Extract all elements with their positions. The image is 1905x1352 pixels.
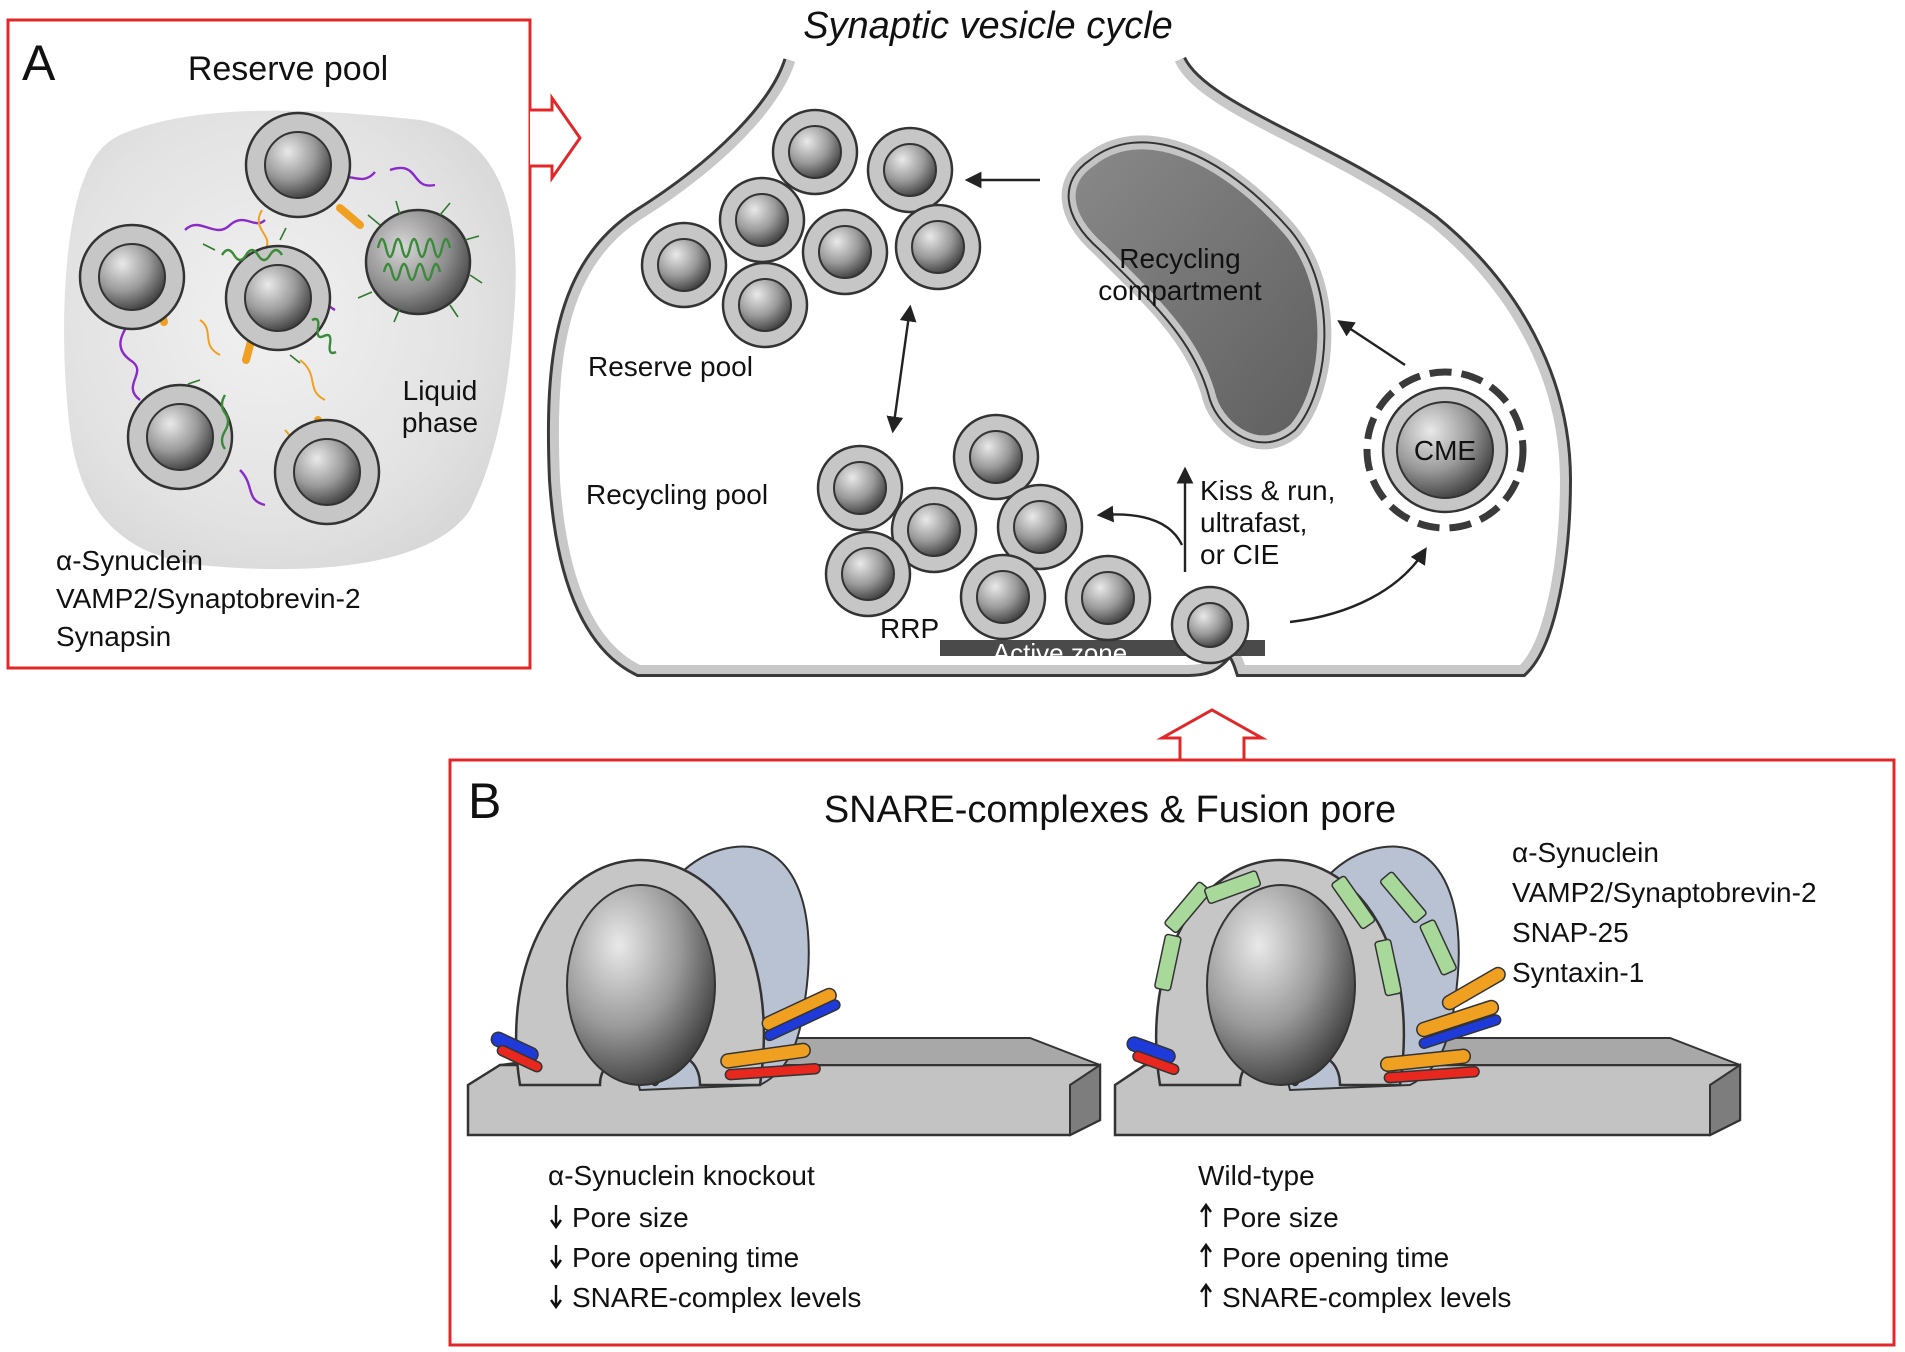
vesicle: [1064, 554, 1152, 642]
active-zone-label: Active zone: [993, 638, 1127, 668]
recycling-compartment-label-2: compartment: [1098, 275, 1262, 306]
cme-vesicle: CME: [1363, 368, 1527, 532]
legend-a-vamp2: VAMP2/Synaptobrevin-2: [56, 583, 361, 614]
vesicle: [244, 111, 352, 219]
arrow-to-cme: [1289, 547, 1427, 624]
recycling-pool-label: Recycling pool: [586, 479, 768, 510]
wildtype-item: Pore size: [1222, 1202, 1339, 1233]
liquid-phase-label-1: Liquid: [403, 375, 478, 406]
vesicle-with-synuclein: [364, 208, 472, 316]
legend-b-syntaxin: Syntaxin-1: [1512, 957, 1644, 988]
knockout-fusion-pore: [466, 845, 1102, 1137]
cme-label: CME: [1414, 435, 1476, 466]
wildtype-title: Wild-type: [1198, 1160, 1315, 1191]
wildtype-synuclein-rods: [1154, 870, 1457, 997]
wildtype-item: Pore opening time: [1222, 1242, 1449, 1273]
kiss-run-label-3: or CIE: [1200, 539, 1279, 570]
liquid-phase-label-2: phase: [402, 407, 478, 438]
legend-a-synapsin: Synapsin: [56, 621, 171, 652]
vesicle: [959, 553, 1047, 641]
panel-b-heading: SNARE-complexes & Fusion pore: [824, 789, 1396, 831]
vesicle: [771, 108, 859, 196]
panel-a-heading: Reserve pool: [188, 50, 388, 88]
up-arrow-icon: [1200, 1282, 1212, 1307]
wildtype-item: SNARE-complex levels: [1222, 1282, 1511, 1313]
vesicle: [952, 413, 1040, 501]
arrow-cme-to-compartment: [1337, 320, 1406, 367]
diagram-title: Synaptic vesicle cycle: [803, 5, 1173, 47]
kiss-run-label-1: Kiss & run,: [1200, 475, 1335, 506]
vesicle: [126, 383, 234, 491]
legend-b-synuclein: α-Synuclein: [1512, 837, 1659, 868]
vesicle: [866, 126, 954, 214]
legend-b-vamp2: VAMP2/Synaptobrevin-2: [1512, 877, 1817, 908]
knockout-item: Pore size: [572, 1202, 689, 1233]
vesicle: [273, 418, 381, 526]
panel-b-frame: [448, 758, 1896, 1347]
kiss-run-label-2: ultrafast,: [1200, 507, 1307, 538]
reserve-vesicles-a: [78, 111, 472, 526]
recycling-compartment-label-1: Recycling: [1119, 243, 1240, 274]
panel-a-callout-arrow: [530, 93, 582, 183]
panel-b-legend: α-Synuclein VAMP2/Synaptobrevin-2 SNAP-2…: [1512, 837, 1817, 988]
down-arrow-icon: [550, 1245, 562, 1270]
up-arrow-icon: [1200, 1242, 1212, 1267]
legend-a-synuclein: α-Synuclein: [56, 545, 203, 576]
panel-b-callout-arrow: [1156, 708, 1268, 760]
down-arrow-icon: [550, 1205, 562, 1230]
vesicle: [78, 223, 186, 331]
panel-a-frame: [6, 18, 532, 670]
recycling-pool-vesicles: [816, 413, 1152, 642]
cycle-arrows: [886, 171, 1427, 624]
rrp-label: RRP: [880, 613, 939, 644]
panel-b: B SNARE-complexes & Fusion pore: [448, 758, 1896, 1347]
arrow-reserve-recycling: [886, 304, 917, 434]
panel-a-letter: A: [22, 35, 56, 91]
vesicle: [801, 208, 889, 296]
vesicle: [894, 203, 982, 291]
wildtype-snare-rods: [1126, 966, 1506, 1084]
reserve-pool-vesicles: [640, 108, 982, 349]
fusing-vesicle: [1170, 585, 1250, 665]
reserve-pool-label: Reserve pool: [588, 351, 753, 382]
vesicle: [816, 444, 904, 532]
vesicle: [640, 221, 728, 309]
down-arrow-icon: [550, 1285, 562, 1310]
vesicle: [824, 530, 912, 618]
vesicle: [890, 486, 978, 574]
arrow-kiss-run-to-pool: [1096, 505, 1184, 546]
wildtype-fusion-pore: [1113, 845, 1742, 1137]
knockout-title: α-Synuclein knockout: [548, 1160, 815, 1191]
up-arrow-icon: [1200, 1202, 1212, 1227]
vesicle: [224, 244, 332, 352]
panel-b-letter: B: [468, 773, 501, 829]
vesicle: [721, 261, 809, 349]
synuclein-tails: [187, 200, 483, 385]
knockout-item: Pore opening time: [572, 1242, 799, 1273]
vesicle: [718, 176, 806, 264]
vesicle: [996, 483, 1084, 571]
legend-b-snap25: SNAP-25: [1512, 917, 1629, 948]
panel-a: A Reserve pool: [6, 18, 532, 670]
synaptic-terminal: Active zone Recycling compartment CME Re…: [546, 56, 1573, 677]
knockout-item: SNARE-complex levels: [572, 1282, 861, 1313]
synuclein-coils: [220, 237, 452, 450]
knockout-snare-rods: [490, 987, 841, 1081]
panel-a-legend: α-Synuclein VAMP2/Synaptobrevin-2 Synaps…: [56, 545, 361, 652]
